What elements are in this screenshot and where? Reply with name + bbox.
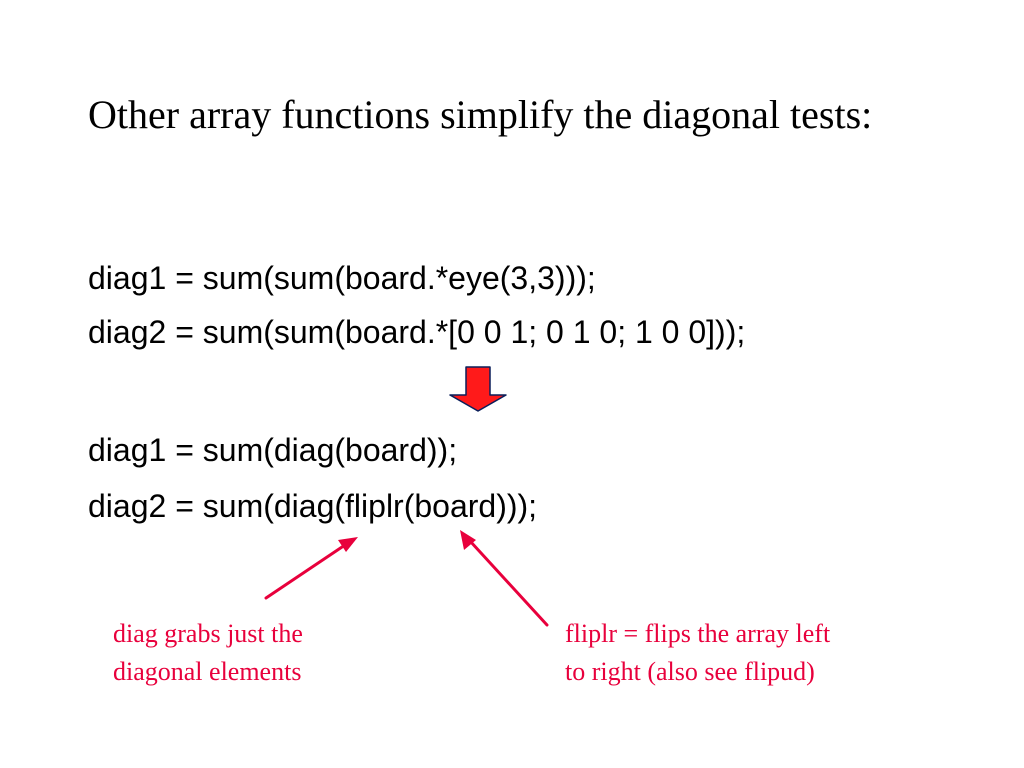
- slide-heading: Other array functions simplify the diago…: [88, 92, 873, 137]
- code-line-diag2-before: diag2 = sum(sum(board.*[0 0 1; 0 1 0; 1 …: [88, 314, 746, 350]
- code-line-diag2-after: diag2 = sum(diag(fliplr(board)));: [88, 488, 538, 524]
- note-fliplr-line-2: to right (also see flipud): [565, 657, 815, 686]
- note-fliplr-line-1: fliplr = flips the array left: [565, 619, 831, 648]
- down-arrow-icon: [449, 366, 507, 412]
- note-fliplr: fliplr = flips the array left to right (…: [565, 615, 830, 691]
- pointer-arrow-icon: [264, 537, 358, 600]
- code-line-diag1-after: diag1 = sum(diag(board));: [88, 432, 458, 468]
- note-diag-line-2: diagonal elements: [113, 657, 302, 686]
- code-line-diag1-before: diag1 = sum(sum(board.*eye(3,3)));: [88, 260, 596, 296]
- pointer-arrow-icon: [460, 530, 549, 627]
- note-diag-line-1: diag grabs just the: [113, 619, 303, 648]
- note-diag: diag grabs just the diagonal elements: [113, 615, 303, 691]
